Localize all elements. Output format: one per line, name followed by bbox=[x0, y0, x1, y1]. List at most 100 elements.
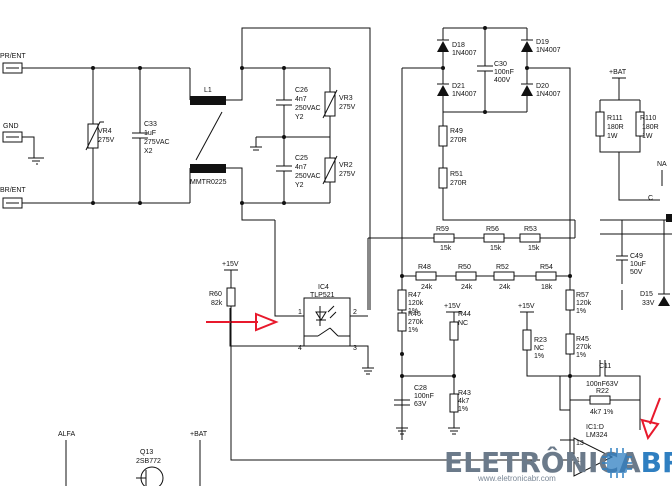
svg-text:120k: 120k bbox=[576, 300, 592, 307]
svg-text:120k: 120k bbox=[408, 300, 424, 307]
svg-text:R46: R46 bbox=[408, 311, 421, 318]
svg-text:1W: 1W bbox=[607, 133, 618, 140]
svg-text:C49: C49 bbox=[630, 253, 643, 260]
opamp-ic1: IC1:D LM324 13 12 bbox=[560, 424, 614, 477]
connector-gnd-label: GND bbox=[3, 123, 19, 130]
svg-text:Q13: Q13 bbox=[140, 449, 153, 456]
svg-text:C26: C26 bbox=[295, 87, 308, 94]
svg-text:R52: R52 bbox=[496, 264, 509, 271]
resistors-r57-r45: R57 120k 1% R45 270k 1% bbox=[565, 289, 592, 378]
svg-text:275V: 275V bbox=[339, 171, 356, 178]
svg-text:LM324: LM324 bbox=[586, 432, 608, 439]
svg-text:Y2: Y2 bbox=[295, 114, 304, 121]
svg-text:C28: C28 bbox=[414, 385, 427, 392]
svg-text:275V: 275V bbox=[339, 104, 356, 111]
choke-l1: L1 MMTR0225 bbox=[189, 27, 371, 310]
svg-text:IC1:D: IC1:D bbox=[586, 424, 604, 431]
resistor-chain-15k: R59 15k R56 15k R53 15k bbox=[367, 226, 575, 310]
connector-pr-ent: PR/ENT bbox=[0, 53, 26, 74]
svg-text:X2: X2 bbox=[144, 148, 153, 155]
resistor-r60: +15V R60 82k bbox=[209, 261, 540, 461]
svg-text:C30: C30 bbox=[494, 61, 507, 68]
svg-text:1: 1 bbox=[298, 309, 302, 316]
svg-text:4n7: 4n7 bbox=[295, 96, 307, 103]
svg-text:R111: R111 bbox=[607, 115, 623, 122]
svg-text:R60: R60 bbox=[209, 291, 222, 298]
svg-text:D20: D20 bbox=[536, 83, 549, 90]
svg-text:R51: R51 bbox=[450, 171, 463, 178]
svg-text:R49: R49 bbox=[450, 128, 463, 135]
svg-text:3: 3 bbox=[353, 345, 357, 352]
resistor-chain-24k: R48 24k R50 24k R52 24k R54 18k bbox=[400, 264, 572, 291]
svg-text:180R: 180R bbox=[642, 124, 659, 131]
connector-pr-ent-label: PR/ENT bbox=[0, 53, 26, 60]
bridge-rectifier: D18 1N4007 D19 1N4007 D21 1N4007 D20 1N4… bbox=[401, 26, 571, 460]
logo-url: www.eletronicabr.com bbox=[478, 474, 556, 483]
svg-text:R54: R54 bbox=[540, 264, 553, 271]
svg-text:10uF: 10uF bbox=[630, 261, 646, 268]
svg-text:24k: 24k bbox=[421, 284, 433, 291]
svg-text:C33: C33 bbox=[144, 121, 157, 128]
svg-text:D18: D18 bbox=[452, 42, 465, 49]
svg-text:IC4: IC4 bbox=[318, 284, 329, 291]
transistor-q13: ALFA +BAT Q13 2SB772 bbox=[58, 431, 208, 486]
svg-text:1uF: 1uF bbox=[144, 130, 156, 137]
svg-text:R23: R23 bbox=[534, 337, 547, 344]
svg-text:+15V: +15V bbox=[518, 303, 535, 310]
svg-text:R22: R22 bbox=[596, 388, 609, 395]
svg-text:24k: 24k bbox=[461, 284, 473, 291]
connector-gnd: GND bbox=[2, 123, 23, 143]
svg-text:1N4007: 1N4007 bbox=[452, 91, 477, 98]
connector-br-ent-label: BR/ENT bbox=[0, 187, 26, 194]
svg-text:15k: 15k bbox=[490, 245, 502, 252]
svg-text:D21: D21 bbox=[452, 83, 465, 90]
svg-text:1%: 1% bbox=[576, 352, 586, 359]
svg-text:2SB772: 2SB772 bbox=[136, 458, 161, 465]
svg-text:63V: 63V bbox=[414, 401, 427, 408]
svg-text:270k: 270k bbox=[576, 344, 592, 351]
optocoupler-ic4: IC4 TLP521 1 2 3 4 bbox=[229, 220, 374, 375]
svg-text:C: C bbox=[648, 195, 653, 202]
svg-text:100nF63V: 100nF63V bbox=[586, 381, 619, 388]
svg-text:+BAT: +BAT bbox=[190, 431, 208, 438]
feedback-c11-r22: C11 100nF63V R22 4k7 1% bbox=[559, 360, 641, 430]
svg-text:13: 13 bbox=[576, 440, 584, 447]
svg-text:250VAC: 250VAC bbox=[295, 105, 321, 112]
svg-text:270k: 270k bbox=[408, 319, 424, 326]
svg-text:250VAC: 250VAC bbox=[295, 173, 321, 180]
svg-text:R56: R56 bbox=[486, 226, 499, 233]
svg-text:R110: R110 bbox=[640, 115, 656, 122]
svg-text:VR3: VR3 bbox=[339, 95, 353, 102]
svg-text:VR4: VR4 bbox=[98, 128, 112, 135]
svg-text:C25: C25 bbox=[295, 155, 308, 162]
svg-text:4: 4 bbox=[298, 345, 302, 352]
svg-text:24k: 24k bbox=[499, 284, 511, 291]
svg-text:D19: D19 bbox=[536, 39, 549, 46]
svg-text:100nF: 100nF bbox=[414, 393, 434, 400]
arrow-ic1 bbox=[640, 397, 661, 441]
svg-text:33V: 33V bbox=[642, 300, 655, 307]
svg-text:275V: 275V bbox=[98, 137, 115, 144]
svg-text:1%: 1% bbox=[458, 406, 468, 413]
svg-text:NC: NC bbox=[534, 345, 544, 352]
svg-text:4k7: 4k7 bbox=[458, 398, 469, 405]
resistors-r44-r43: +15V R44 NC R43 4k7 1% bbox=[444, 303, 471, 435]
connector-br-ent: BR/ENT bbox=[0, 187, 26, 209]
filter-block: C26 4n7 250VAC Y2 VR3 275V C25 4n7 250VA… bbox=[240, 66, 356, 205]
svg-text:R53: R53 bbox=[524, 226, 537, 233]
svg-text:1W: 1W bbox=[642, 133, 653, 140]
chip-icon bbox=[602, 448, 632, 478]
svg-text:275VAC: 275VAC bbox=[144, 139, 170, 146]
svg-text:NC: NC bbox=[458, 320, 468, 327]
svg-text:1%: 1% bbox=[408, 308, 418, 315]
svg-text:L1: L1 bbox=[204, 87, 212, 94]
svg-text:R48: R48 bbox=[418, 264, 431, 271]
svg-text:+15V: +15V bbox=[444, 303, 461, 310]
resistors-r47-r46: R47 120k 1% R46 270k 1% bbox=[397, 289, 424, 356]
svg-text:R50: R50 bbox=[458, 264, 471, 271]
svg-text:TLP521: TLP521 bbox=[310, 292, 335, 299]
svg-text:1%: 1% bbox=[534, 353, 544, 360]
svg-text:1N4007: 1N4007 bbox=[536, 91, 561, 98]
svg-text:1N4007: 1N4007 bbox=[452, 50, 477, 57]
